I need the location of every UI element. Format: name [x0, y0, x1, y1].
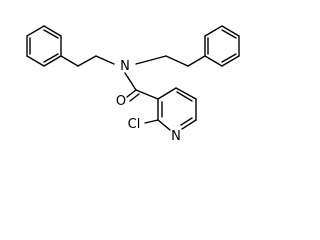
bond [135, 55, 167, 65]
carbonyl-oxygen-label: O [116, 94, 126, 109]
bond [60, 55, 79, 67]
bond [26, 55, 45, 67]
bond [175, 87, 197, 100]
inner-double-bond [221, 29, 237, 39]
bond [221, 25, 240, 37]
bond [129, 93, 140, 102]
bond [165, 55, 189, 67]
c-cl-bond [144, 119, 159, 124]
amide-nitrogen-label: N [120, 59, 130, 74]
left-ethyl-chain [60, 55, 115, 67]
bond [187, 55, 206, 67]
carbonyl-double-bond [126, 89, 140, 102]
molecule-structure: N O Cl N [26, 25, 240, 144]
inner-double-bond [221, 53, 237, 63]
bond [157, 87, 177, 100]
carbonyl-ring-bond [135, 89, 159, 100]
right-ethyl-chain [135, 55, 206, 67]
amide-n-c-bond [124, 72, 137, 91]
chlorine-label: Cl [128, 117, 141, 132]
bond [43, 25, 62, 37]
left-phenyl-ring [26, 25, 62, 67]
bond [204, 25, 223, 37]
bond [157, 119, 171, 131]
right-phenyl-ring [204, 25, 240, 67]
bond [26, 25, 45, 37]
bond [95, 55, 115, 65]
bond [77, 55, 97, 67]
inner-double-bond [180, 117, 193, 126]
bond [204, 55, 223, 67]
pyridine-ring [157, 87, 197, 131]
inner-double-bond [43, 53, 59, 63]
bond [43, 55, 62, 67]
bond [126, 89, 137, 98]
bond [181, 119, 197, 130]
inner-double-bond [176, 91, 193, 102]
bond [221, 55, 240, 67]
inner-double-bond [43, 29, 59, 39]
pyridine-nitrogen-label: N [171, 129, 181, 144]
